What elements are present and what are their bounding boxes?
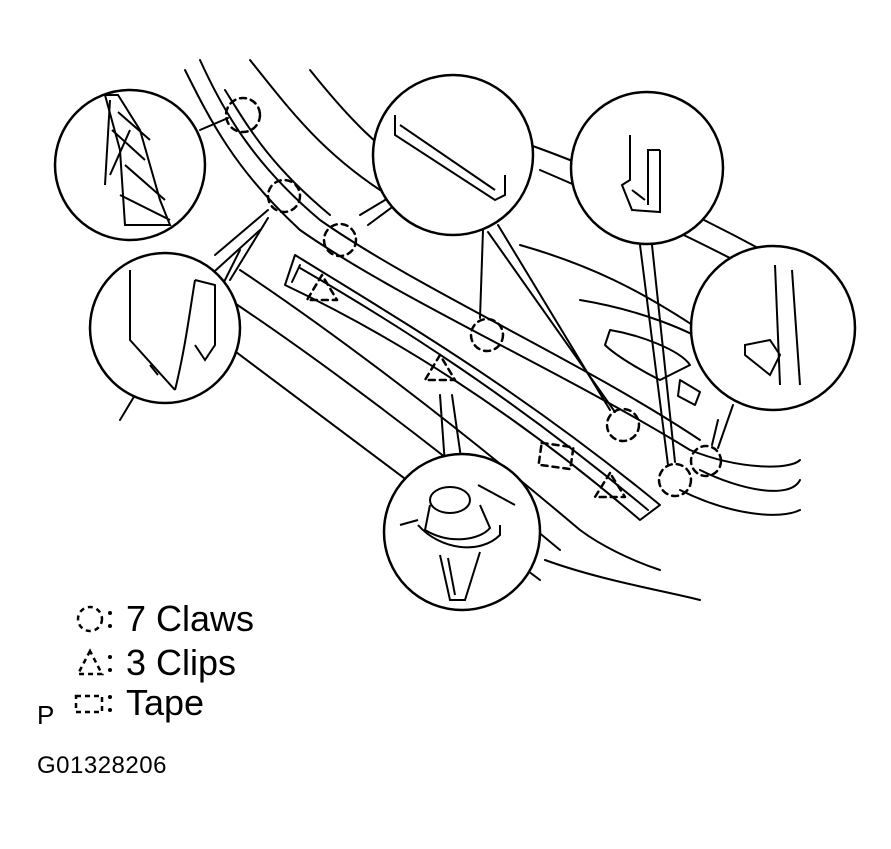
tape-marker: [537, 441, 575, 471]
legend-clips-label: 3 Clips: [126, 642, 237, 683]
clip-marker: [423, 353, 457, 382]
dashed-circle-icon: [76, 605, 112, 633]
claw-marker: [689, 444, 723, 478]
claw-markers: [224, 96, 723, 498]
callout-claw-top-center: [371, 73, 535, 237]
claw-marker: [657, 462, 693, 498]
claw-detail-icon: [394, 115, 506, 202]
clip-marker: [305, 273, 339, 302]
callout-claw-left: [88, 251, 242, 405]
claw-detail-icon: [129, 270, 216, 391]
callout-clip-bottom: [382, 452, 542, 612]
legend-clips: 3 Clips: [70, 641, 236, 685]
clip-markers: [305, 273, 627, 499]
claw-detail-icon: [103, 94, 172, 226]
tape-markers: [537, 441, 575, 471]
legend-claws: 7 Claws: [70, 597, 254, 641]
claw-marker: [605, 407, 641, 443]
clip-marker: [593, 471, 627, 499]
dashed-triangle-icon: [75, 648, 112, 676]
legend-claws-label: 7 Claws: [126, 598, 255, 639]
callout-claw-upper-left: [53, 88, 207, 242]
legend-tape: Tape: [70, 681, 204, 725]
legend-tape-label: Tape: [126, 682, 205, 723]
claw-marker: [224, 96, 262, 134]
leader-lines: [199, 117, 734, 466]
dashed-rectangle-icon: [74, 694, 112, 714]
claw-detail-icon: [744, 264, 801, 386]
claw-marker: [469, 317, 505, 353]
figure-code: G01328206: [37, 752, 167, 779]
callout-claw-top-right: [569, 90, 725, 246]
callout-claw-right: [689, 244, 857, 412]
claw-detail-icon: [620, 135, 661, 214]
clip-detail-icon: [399, 484, 516, 601]
page-marker: P: [37, 700, 55, 730]
claw-marker: [266, 178, 302, 214]
claw-marker: [322, 222, 358, 258]
